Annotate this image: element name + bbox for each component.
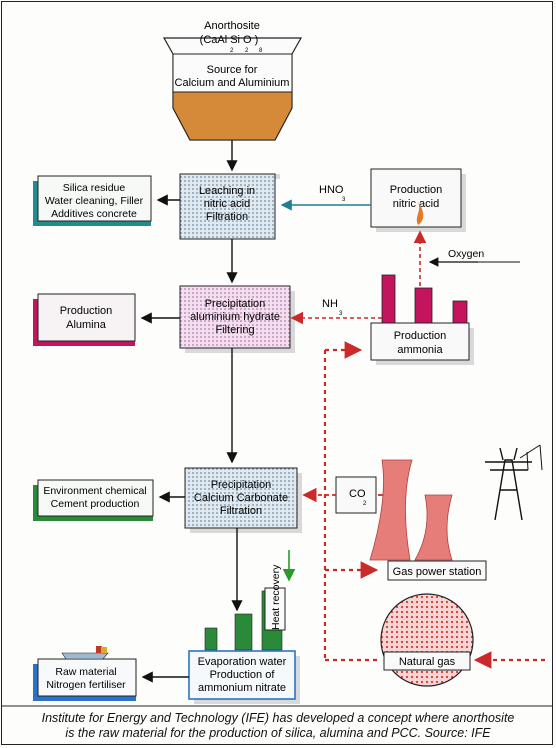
natural-gas-label: Natural gas [399,656,456,668]
evap-line2: Production of [210,669,276,681]
evaporation-box [188,650,300,704]
hno3-sub: 3 [342,197,346,203]
precip-ca-line2: Calcium Carbonate [194,492,288,504]
silica-line1: Silica residue [63,182,126,194]
ammonia-box [370,322,474,365]
flame-icon [416,202,424,225]
heat-recovery-label: Heat recovery [270,564,282,630]
leaching-line3: Filtration [206,211,248,223]
hopper-sub-1: 2 [230,48,234,54]
env-line2: Cement production [51,498,140,510]
hopper-source-line1: Source for [207,64,258,76]
precip-al-box [179,285,295,353]
co2-sub: 2 [363,501,367,507]
alumina-box [33,293,136,346]
environment-box [33,479,154,521]
nitric-line1: Production [390,184,443,196]
precip-al-line2: aluminium hydrate [190,311,280,323]
evap-line1: Evaporation water [198,656,287,668]
ammonia-line2: ammonia [397,344,443,356]
hopper-title: Anorthosite [204,20,260,32]
co2-label: CO [349,488,366,500]
silica-line3: Additives concrete [51,208,137,220]
hopper-formula: (CaAl Si O ) [200,34,259,46]
natural-gas-box [383,651,471,671]
nitric-box [370,168,466,232]
evap-line3: ammonium nitrate [198,682,286,694]
ammonia-tanks [381,274,468,326]
raw-line1: Raw material [55,666,116,678]
caption-line1: Institute for Energy and Technology (IFE… [41,711,515,725]
oxygen-label: Oxygen [448,248,484,260]
precip-ca-line1: Precipitation [211,479,272,491]
raw-line2: Nitrogen fertiliser [46,679,126,691]
nitric-line2: nitric acid [393,198,439,210]
nh3-sub: 3 [339,311,343,317]
nh3-label: NH [322,298,338,310]
hopper-source-line2: Calcium and Aluminium [175,77,290,89]
caption-line2: is the raw material for the production o… [65,726,491,740]
natural-gas-sphere [380,593,474,687]
heat-recovery-box [264,587,286,631]
leaching-box [179,173,280,240]
gas-power-label: Gas power station [393,566,482,578]
ammonia-line1: Production [394,330,447,342]
figure-caption: Institute for Energy and Technology (IFE… [0,711,556,741]
alumina-line2: Alumina [66,319,107,331]
anorthosite-hopper [162,37,303,141]
raw-material-box [33,658,137,701]
leaching-line1: Leaching in [199,185,255,197]
hopper-sub-2: 2 [245,48,249,54]
co2-box [335,476,377,514]
hopper-sub-3: 8 [259,48,263,54]
alumina-line1: Production [60,305,113,317]
precip-ca-line3: Filtration [220,505,262,517]
gas-power-box [387,560,487,581]
hno3-label: HNO [319,184,344,196]
ship-icon [61,646,109,660]
cooling-towers-icon [369,459,453,561]
precip-al-line3: Filtering [215,324,254,336]
precip-al-line1: Precipitation [205,298,266,310]
env-line1: Environment chemical [43,485,146,497]
leaching-line2: nitric acid [204,198,250,210]
power-pylon-icon [485,444,543,521]
precip-ca-box [184,467,302,533]
silica-line2: Water cleaning, Filler [45,195,144,207]
silica-box [33,175,152,226]
